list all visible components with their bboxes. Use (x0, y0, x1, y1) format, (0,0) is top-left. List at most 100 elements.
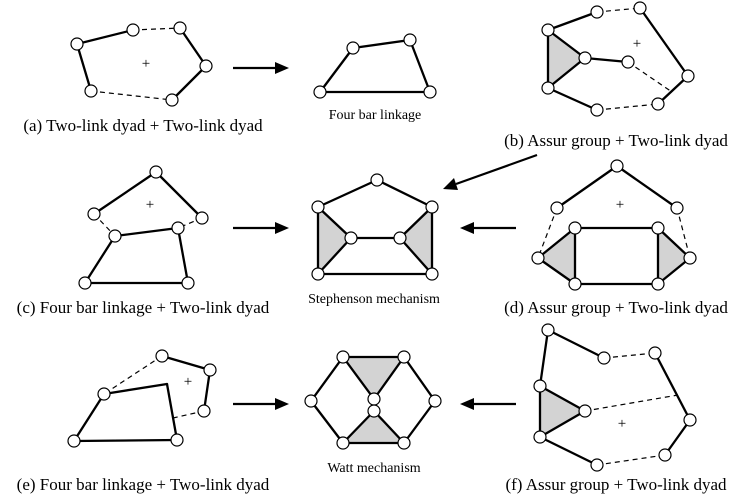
joint (370, 173, 384, 187)
link (113, 226, 180, 238)
joint (683, 413, 697, 427)
link (83, 234, 117, 285)
joint (610, 159, 624, 173)
joint (633, 1, 647, 15)
arrow-right (233, 62, 289, 74)
joint (397, 350, 411, 364)
link (309, 355, 345, 403)
joint (155, 349, 169, 363)
panel-e: + (e) Four bar linkage + Two-link dyad (17, 349, 270, 494)
joint (590, 103, 604, 117)
plus-mark: + (616, 197, 624, 213)
plus-mark: + (184, 374, 192, 390)
joint (367, 392, 381, 406)
joint (84, 84, 98, 98)
joint (199, 59, 213, 73)
ternary-link (538, 384, 587, 439)
link (72, 438, 179, 443)
joint (70, 37, 84, 51)
result-stephenson: Stephenson mechanism (308, 173, 440, 307)
joint (313, 85, 327, 99)
panel-f-caption: (f) Assur group + Two-link dyad (505, 475, 727, 494)
dashed-link (90, 90, 173, 101)
link (546, 86, 599, 112)
joint (97, 387, 111, 401)
four-bar-caption: Four bar linkage (329, 108, 422, 123)
plus-mark: + (618, 416, 626, 432)
link (583, 56, 630, 64)
joint (195, 211, 209, 225)
dashed-link (596, 454, 666, 466)
link (546, 328, 606, 360)
joint (568, 221, 582, 235)
joint (541, 23, 555, 37)
joint (541, 323, 555, 337)
panel-d: + (d) Assur group + Two-link dyad (504, 159, 728, 317)
panel-c-caption: (c) Four bar linkage + Two-link dyad (17, 298, 270, 317)
joint (568, 277, 582, 291)
link (72, 392, 106, 443)
joint (346, 41, 360, 55)
joint (397, 436, 411, 450)
joint (344, 231, 358, 245)
plus-mark: + (633, 36, 641, 52)
joint (197, 404, 211, 418)
joint (670, 201, 684, 215)
arrow-left (460, 398, 516, 410)
ternary-link (341, 355, 406, 401)
ternary-link (546, 28, 587, 90)
joint (590, 5, 604, 19)
link (653, 351, 692, 422)
joint (336, 436, 350, 450)
joint (531, 251, 545, 265)
watt-caption: Watt mechanism (327, 461, 420, 476)
link (160, 354, 212, 372)
panel-b: + (b) Assur group + Two-link dyad (504, 1, 728, 150)
link (538, 328, 550, 388)
link (75, 28, 135, 46)
link (663, 418, 692, 457)
plus-mark: + (146, 197, 154, 213)
link (75, 42, 93, 93)
joint (597, 351, 611, 365)
joint (658, 448, 672, 462)
link (555, 164, 619, 210)
link (402, 399, 437, 445)
link (402, 355, 437, 403)
joint (425, 267, 439, 281)
link (309, 399, 345, 445)
link (165, 382, 179, 442)
joint (203, 363, 217, 377)
panel-a: + (a) Two-link dyad + Two-link dyad (23, 21, 263, 135)
panel-f: + (f) Assur group + Two-link dyad (505, 323, 727, 494)
link (375, 178, 434, 209)
joint (578, 51, 592, 65)
dashed-link (103, 355, 163, 395)
joint (181, 276, 195, 290)
link (202, 368, 212, 413)
dashed-link (596, 7, 641, 13)
link (102, 382, 169, 396)
joint (304, 394, 318, 408)
joint (541, 81, 555, 95)
joint (403, 33, 417, 47)
panel-d-caption: (d) Assur group + Two-link dyad (504, 298, 728, 317)
link (318, 46, 355, 94)
link (316, 178, 379, 209)
dashed-link (596, 103, 659, 111)
dashed-link (584, 394, 679, 412)
arrow-diagonal (443, 153, 538, 190)
arrow-left (460, 222, 516, 234)
link (615, 164, 679, 210)
joint (651, 221, 665, 235)
dashed-link (603, 352, 656, 359)
link (656, 74, 690, 106)
joint (367, 404, 381, 418)
ternary-link (536, 226, 577, 286)
link (638, 6, 690, 78)
joint (173, 21, 187, 35)
joint (126, 23, 140, 37)
joint (108, 229, 122, 243)
joint (621, 55, 635, 69)
arrow-right (233, 398, 289, 410)
